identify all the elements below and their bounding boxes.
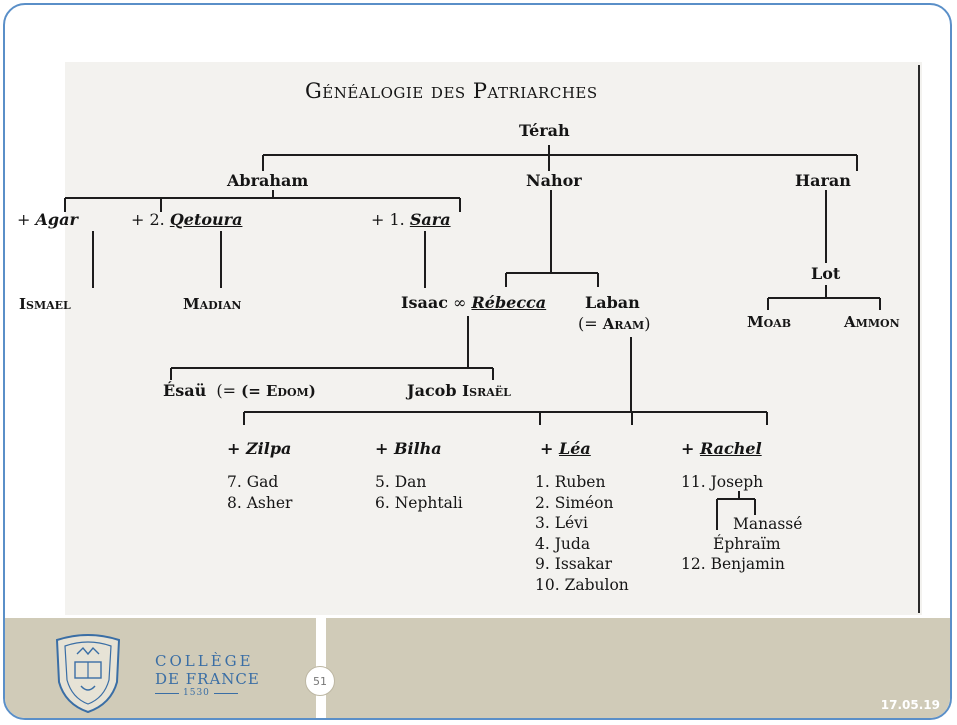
wife-zilpa: + Zilpa bbox=[227, 439, 292, 458]
connector-joseph bbox=[716, 491, 756, 530]
person-ismael: Ismael bbox=[19, 295, 71, 313]
person-lot: Lot bbox=[811, 264, 841, 283]
wife-sara: + 1. Sara bbox=[371, 210, 451, 229]
children-lea: 1. Ruben 2. Siméon 3. Lévi 4. Juda 9. Is… bbox=[535, 472, 629, 595]
slide: Généalogie des Patriarches Térah Abraham… bbox=[3, 3, 952, 720]
child-asher: 8. Asher bbox=[227, 493, 293, 512]
child-zabulon: 10. Zabulon bbox=[535, 575, 629, 594]
child-juda: 4. Juda bbox=[535, 534, 591, 553]
person-haran: Haran bbox=[795, 171, 851, 190]
college-de-france-crest-icon bbox=[55, 634, 121, 714]
child-nephtali: 6. Nephtali bbox=[375, 493, 463, 512]
college-year: 1530 bbox=[183, 688, 210, 698]
connector-isaac bbox=[170, 316, 494, 380]
college-year-row: 1530 bbox=[155, 688, 260, 698]
connector-abraham bbox=[64, 190, 461, 212]
page-number-badge: 51 bbox=[305, 666, 335, 696]
child-levi: 3. Lévi bbox=[535, 514, 588, 532]
wife-bilha: + Bilha bbox=[375, 439, 442, 458]
person-laban: Laban bbox=[585, 293, 640, 312]
child-dan: 5. Dan bbox=[375, 473, 427, 491]
person-madian: Madian bbox=[183, 295, 242, 313]
tree-connectors bbox=[64, 145, 881, 530]
chart-title: Généalogie des Patriarches bbox=[305, 79, 598, 103]
wife-agar: + Agar bbox=[17, 210, 78, 229]
person-moab: Moab bbox=[747, 313, 792, 331]
person-abraham: Abraham bbox=[227, 171, 309, 190]
connector-nahor bbox=[505, 190, 599, 287]
children-bilha: 5. Dan 6. Nephtali bbox=[375, 472, 463, 513]
child-ruben: 1. Ruben bbox=[535, 473, 606, 491]
child-benjamin: 12. Benjamin bbox=[681, 555, 785, 573]
footer: COLLÈGE DE FRANCE 1530 51 17.05.19 bbox=[5, 618, 950, 718]
child-issakar: 9. Issakar bbox=[535, 555, 613, 573]
wife-qetoura: + 2. Qetoura bbox=[131, 210, 243, 229]
wife-lea: + Léa bbox=[540, 439, 591, 458]
person-nahor: Nahor bbox=[526, 171, 582, 190]
person-esau: Ésaü (= (= Edom) bbox=[163, 381, 316, 400]
slide-date: 17.05.19 bbox=[880, 698, 940, 712]
college-line2: DE FRANCE bbox=[155, 670, 260, 688]
child-gad: 7. Gad bbox=[227, 473, 279, 491]
person-ammon: Ammon bbox=[844, 313, 900, 331]
person-terah: Térah bbox=[519, 121, 570, 140]
college-line1: COLLÈGE bbox=[155, 652, 254, 670]
grandchild-manasse: Manassé bbox=[733, 515, 803, 533]
wife-rachel: + Rachel bbox=[681, 439, 762, 458]
grandchild-ephraim: Éphraïm bbox=[713, 535, 781, 553]
child-joseph: 11. Joseph bbox=[681, 473, 764, 491]
person-isaac-rebecca: Isaac ∞ Rébecca bbox=[401, 293, 547, 312]
connector-laban bbox=[243, 337, 768, 425]
person-laban-aram: (= Aram) bbox=[578, 314, 651, 333]
scan-margin-rule bbox=[918, 65, 920, 613]
children-zilpa: 7. Gad 8. Asher bbox=[227, 472, 292, 513]
connector-lot bbox=[767, 285, 881, 310]
person-jacob: Jacob Israël bbox=[407, 381, 511, 400]
child-simeon: 2. Siméon bbox=[535, 493, 614, 512]
college-de-france-wordmark: COLLÈGE DE FRANCE 1530 bbox=[155, 652, 260, 698]
connector-terah bbox=[262, 145, 858, 171]
